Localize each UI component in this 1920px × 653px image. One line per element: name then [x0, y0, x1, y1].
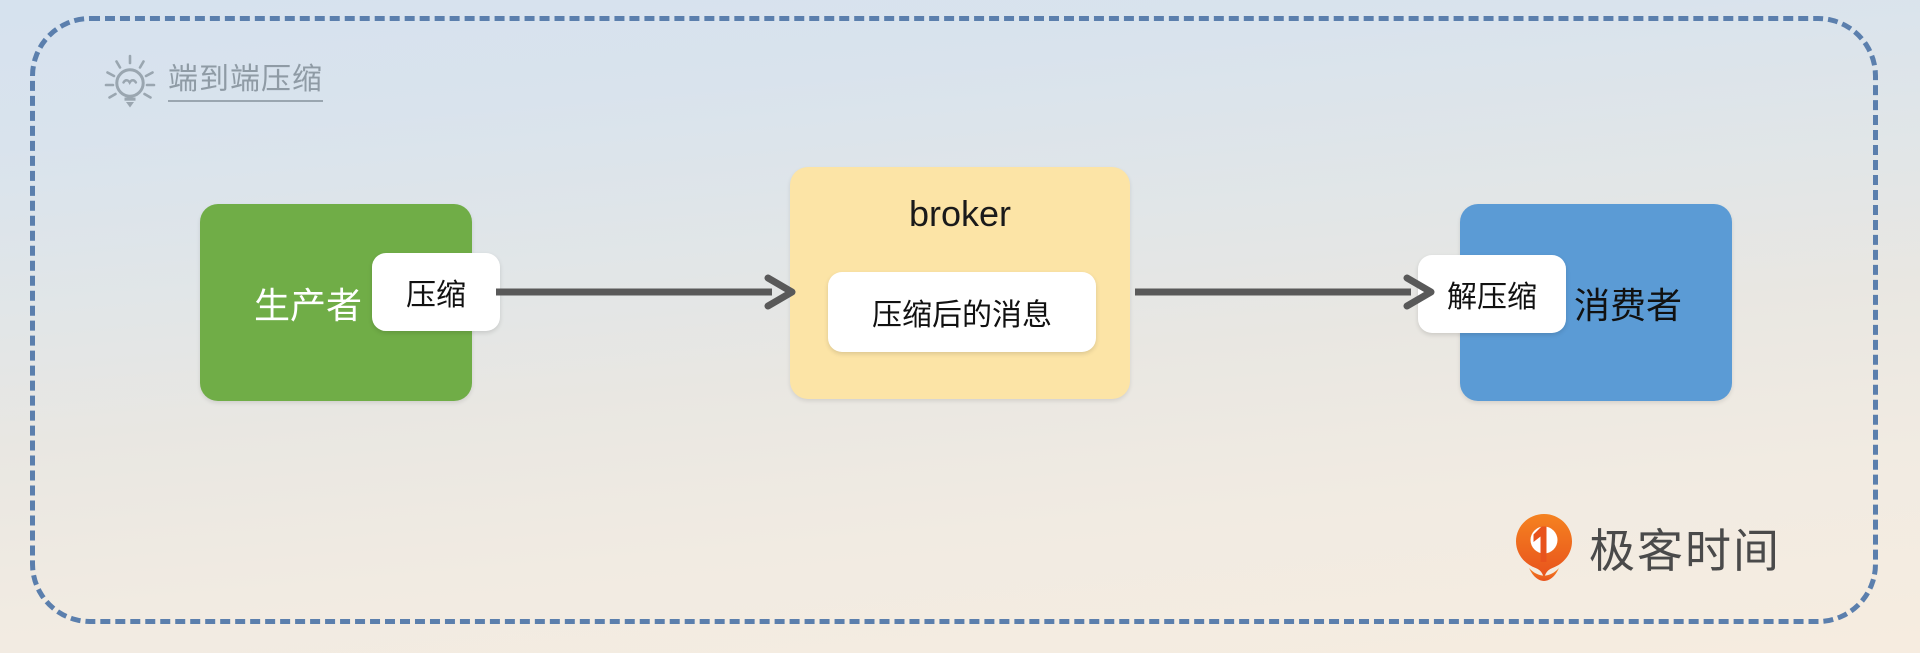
chip-decompress[interactable]: 解压缩 — [1418, 255, 1566, 333]
callout-header: 端到端压缩 — [104, 54, 323, 110]
geektime-mark-icon — [1513, 512, 1575, 590]
brand-logo: 极客时间 — [1513, 512, 1781, 590]
node-broker-label: broker — [908, 193, 1012, 234]
brand-name: 极客时间 — [1589, 525, 1781, 577]
node-consumer-label: 消费者 — [1573, 284, 1682, 326]
node-producer-label: 生产者 — [253, 284, 362, 326]
arrow-producer-to-broker — [496, 272, 796, 312]
callout-label: 端到端压缩 — [168, 63, 323, 102]
arrow-broker-to-consumer — [1135, 272, 1435, 312]
chip-compressed-message[interactable]: 压缩后的消息 — [828, 272, 1096, 352]
chip-compress[interactable]: 压缩 — [372, 253, 500, 331]
lightbulb-icon — [104, 54, 156, 110]
